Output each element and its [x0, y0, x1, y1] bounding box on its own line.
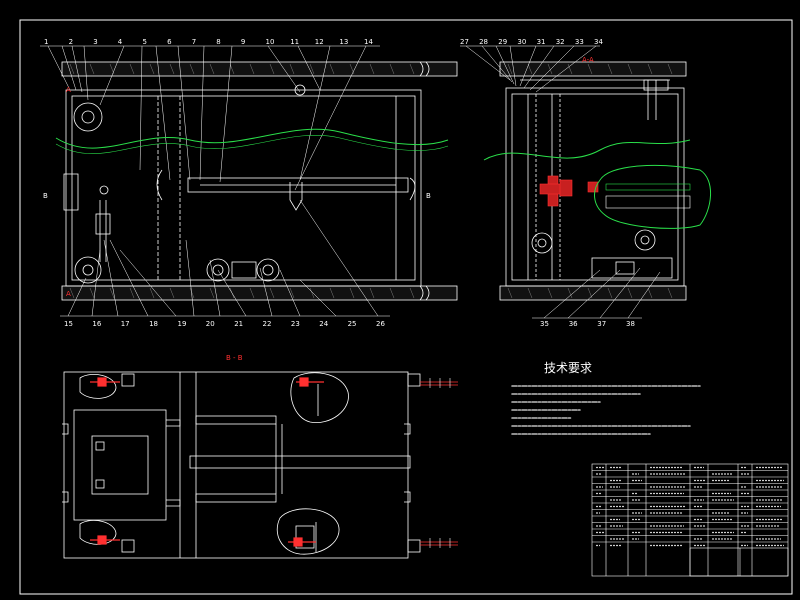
green-detail-blob	[594, 164, 712, 229]
top-wall	[61, 61, 458, 77]
title-block-text-marks	[596, 466, 784, 547]
callout-number: 24	[319, 320, 328, 328]
callout-number: 14	[364, 38, 373, 46]
callout-number: 37	[597, 320, 606, 328]
callout-numbers-bottom-right: 35 36 37 38	[540, 320, 635, 328]
callout-number: 26	[376, 320, 385, 328]
section-markers-front: A A B B	[43, 86, 431, 298]
callout-number: 19	[178, 320, 187, 328]
marker-a-top: A	[66, 86, 71, 94]
tech-requirements-notes	[511, 385, 701, 435]
callout-number: 9	[241, 38, 245, 46]
callout-number: 3	[93, 38, 97, 46]
section-bb-red-details	[90, 377, 458, 547]
callout-number: 32	[556, 38, 565, 46]
drawing-frame	[19, 19, 793, 595]
callout-numbers-top-right: 27 28 29 30 31 32 33 34	[460, 38, 603, 46]
callout-number: 21	[234, 320, 243, 328]
callout-number: 2	[69, 38, 73, 46]
callout-number: 23	[291, 320, 300, 328]
callout-number: 5	[143, 38, 147, 46]
callout-number: 38	[626, 320, 635, 328]
title-block	[591, 463, 789, 577]
callout-number: 31	[537, 38, 546, 46]
marker-b-left: B	[43, 192, 48, 200]
callout-number: 4	[118, 38, 123, 46]
section-aa-label: A-A	[582, 56, 594, 64]
callout-number: 16	[92, 320, 101, 328]
callout-number: 1	[44, 38, 48, 46]
callout-number: 28	[479, 38, 488, 46]
callout-number: 25	[348, 320, 357, 328]
callout-number: 7	[192, 38, 196, 46]
callout-number: 8	[216, 38, 220, 46]
section-bb-label: B - B	[226, 354, 243, 362]
callout-number: 34	[594, 38, 603, 46]
callout-number: 12	[315, 38, 324, 46]
callout-number: 17	[121, 320, 130, 328]
section-bb-view	[62, 371, 421, 559]
callout-number: 6	[167, 38, 172, 46]
callout-number: 35	[540, 320, 549, 328]
callout-number: 13	[339, 38, 348, 46]
green-break-line-front	[55, 128, 449, 149]
marker-a-bottom: A	[66, 290, 71, 298]
side-view	[460, 45, 687, 319]
callout-number: 36	[569, 320, 578, 328]
callout-number: 22	[263, 320, 272, 328]
tech-requirements-title: 技术要求	[544, 361, 592, 375]
callout-numbers-bottom-left: 15 16 17 18 19 20 21 22 23 24 25 26	[64, 320, 385, 328]
callout-number: 30	[517, 38, 526, 46]
callout-number: 11	[290, 38, 299, 46]
front-view	[40, 45, 458, 317]
green-break-line-side	[483, 139, 691, 161]
side-view-red-detail	[539, 175, 599, 207]
callout-number: 15	[64, 320, 73, 328]
callout-number: 29	[498, 38, 507, 46]
callout-number: 10	[266, 38, 275, 46]
callout-number: 18	[149, 320, 158, 328]
callout-number: 27	[460, 38, 469, 46]
callout-number: 33	[575, 38, 584, 46]
bottom-wall	[61, 285, 458, 301]
marker-b-right: B	[426, 192, 431, 200]
callout-number: 20	[206, 320, 215, 328]
